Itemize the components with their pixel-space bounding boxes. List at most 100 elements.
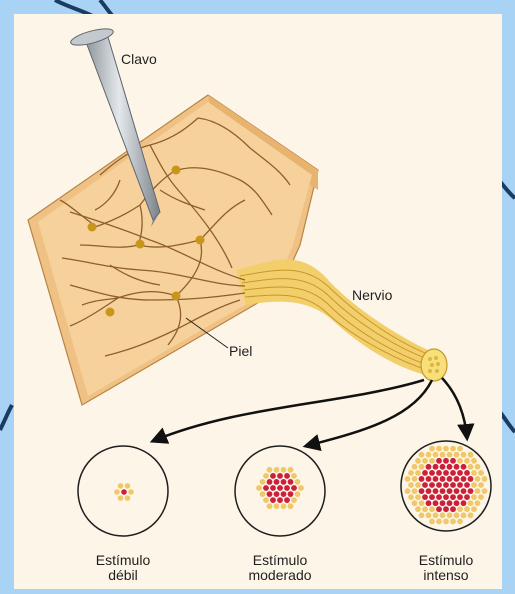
active-fiber-dot xyxy=(450,506,456,512)
active-fiber-dot xyxy=(284,497,290,503)
inactive-fiber-dot xyxy=(118,495,124,501)
active-fiber-dot xyxy=(450,494,456,500)
stimulus-weak-line2: débil xyxy=(73,568,173,583)
inactive-fiber-dot xyxy=(454,512,460,518)
stimulus-weak-label: Estímulo débil xyxy=(73,553,173,583)
active-fiber-dot xyxy=(454,476,460,482)
inactive-fiber-dot xyxy=(412,464,418,470)
inactive-fiber-dot xyxy=(288,467,294,473)
inactive-fiber-dot xyxy=(450,446,456,452)
inactive-fiber-dot xyxy=(125,483,131,489)
inactive-fiber-dot xyxy=(464,458,470,464)
active-fiber-dot xyxy=(457,494,463,500)
stimulus-moderate-line2: moderado xyxy=(230,568,330,583)
stimulus-intense-label: Estímulo intenso xyxy=(396,553,496,583)
inactive-fiber-dot xyxy=(125,495,131,501)
active-fiber-dot xyxy=(433,476,439,482)
active-fiber-dot xyxy=(461,464,467,470)
stimulus-moderate-line1: Estímulo xyxy=(230,553,330,568)
inactive-fiber-dot xyxy=(447,452,453,458)
active-fiber-dot xyxy=(429,494,435,500)
active-fiber-dot xyxy=(457,470,463,476)
inactive-fiber-dot xyxy=(291,497,297,503)
stimulus-moderate-label: Estímulo moderado xyxy=(230,553,330,583)
inactive-fiber-dot xyxy=(443,446,449,452)
active-fiber-dot xyxy=(454,500,460,506)
active-fiber-dot xyxy=(440,500,446,506)
active-fiber-dot xyxy=(461,476,467,482)
active-fiber-dot xyxy=(436,470,442,476)
inactive-fiber-dot xyxy=(419,512,425,518)
active-fiber-dot xyxy=(436,506,442,512)
inactive-fiber-dot xyxy=(436,519,442,525)
active-fiber-dot xyxy=(447,488,453,494)
inactive-fiber-dot xyxy=(461,512,467,518)
inactive-fiber-dot xyxy=(457,506,463,512)
inactive-fiber-dot xyxy=(267,467,273,473)
active-fiber-dot xyxy=(440,464,446,470)
active-fiber-dot xyxy=(270,497,276,503)
inactive-fiber-dot xyxy=(478,494,484,500)
inactive-fiber-dot xyxy=(457,446,463,452)
active-fiber-dot xyxy=(468,488,474,494)
active-fiber-dot xyxy=(426,476,432,482)
active-fiber-dot xyxy=(274,479,280,485)
inactive-fiber-dot xyxy=(415,482,421,488)
inactive-fiber-dot xyxy=(482,476,488,482)
inactive-fiber-dot xyxy=(471,506,477,512)
inactive-fiber-dot xyxy=(454,452,460,458)
inactive-fiber-dot xyxy=(471,494,477,500)
inactive-fiber-dot xyxy=(457,458,463,464)
inactive-fiber-dot xyxy=(405,488,411,494)
active-fiber-dot xyxy=(436,458,442,464)
inactive-fiber-dot xyxy=(468,512,474,518)
active-fiber-dot xyxy=(291,485,297,491)
active-fiber-dot xyxy=(288,479,294,485)
active-fiber-dot xyxy=(443,470,449,476)
inactive-fiber-dot xyxy=(475,500,481,506)
inactive-fiber-dot xyxy=(429,458,435,464)
inactive-fiber-dot xyxy=(447,512,453,518)
inactive-fiber-dot xyxy=(405,476,411,482)
active-fiber-dot xyxy=(263,485,269,491)
inactive-fiber-dot xyxy=(415,470,421,476)
active-fiber-dot xyxy=(450,470,456,476)
active-fiber-dot xyxy=(422,470,428,476)
inactive-fiber-dot xyxy=(464,506,470,512)
inactive-fiber-dot xyxy=(412,500,418,506)
inactive-fiber-dot xyxy=(457,519,463,525)
active-fiber-dot xyxy=(450,458,456,464)
active-fiber-dot xyxy=(443,458,449,464)
inactive-fiber-dot xyxy=(436,446,442,452)
active-fiber-dot xyxy=(284,473,290,479)
stimulus-weak xyxy=(78,446,168,536)
inactive-fiber-dot xyxy=(281,503,287,509)
active-fiber-dot xyxy=(464,482,470,488)
inactive-fiber-dot xyxy=(408,494,414,500)
active-fiber-dot xyxy=(270,473,276,479)
active-fiber-dot xyxy=(447,464,453,470)
inactive-fiber-dot xyxy=(260,491,266,497)
active-fiber-dot xyxy=(288,491,294,497)
inactive-fiber-dot xyxy=(440,512,446,518)
inactive-fiber-dot xyxy=(295,479,301,485)
inactive-fiber-dot xyxy=(429,506,435,512)
active-fiber-dot xyxy=(454,464,460,470)
inactive-fiber-dot xyxy=(433,512,439,518)
inactive-fiber-dot xyxy=(422,458,428,464)
active-fiber-dot xyxy=(433,500,439,506)
active-fiber-dot xyxy=(457,482,463,488)
inactive-fiber-dot xyxy=(440,452,446,458)
active-fiber-dot xyxy=(426,488,432,494)
inactive-fiber-dot xyxy=(478,482,484,488)
inactive-fiber-dot xyxy=(298,485,304,491)
inactive-fiber-dot xyxy=(475,488,481,494)
active-fiber-dot xyxy=(433,464,439,470)
inactive-fiber-dot xyxy=(408,470,414,476)
inactive-fiber-dot xyxy=(281,467,287,473)
active-fiber-dot xyxy=(274,491,280,497)
active-fiber-dot xyxy=(454,488,460,494)
inactive-fiber-dot xyxy=(412,488,418,494)
inactive-fiber-dot xyxy=(461,452,467,458)
